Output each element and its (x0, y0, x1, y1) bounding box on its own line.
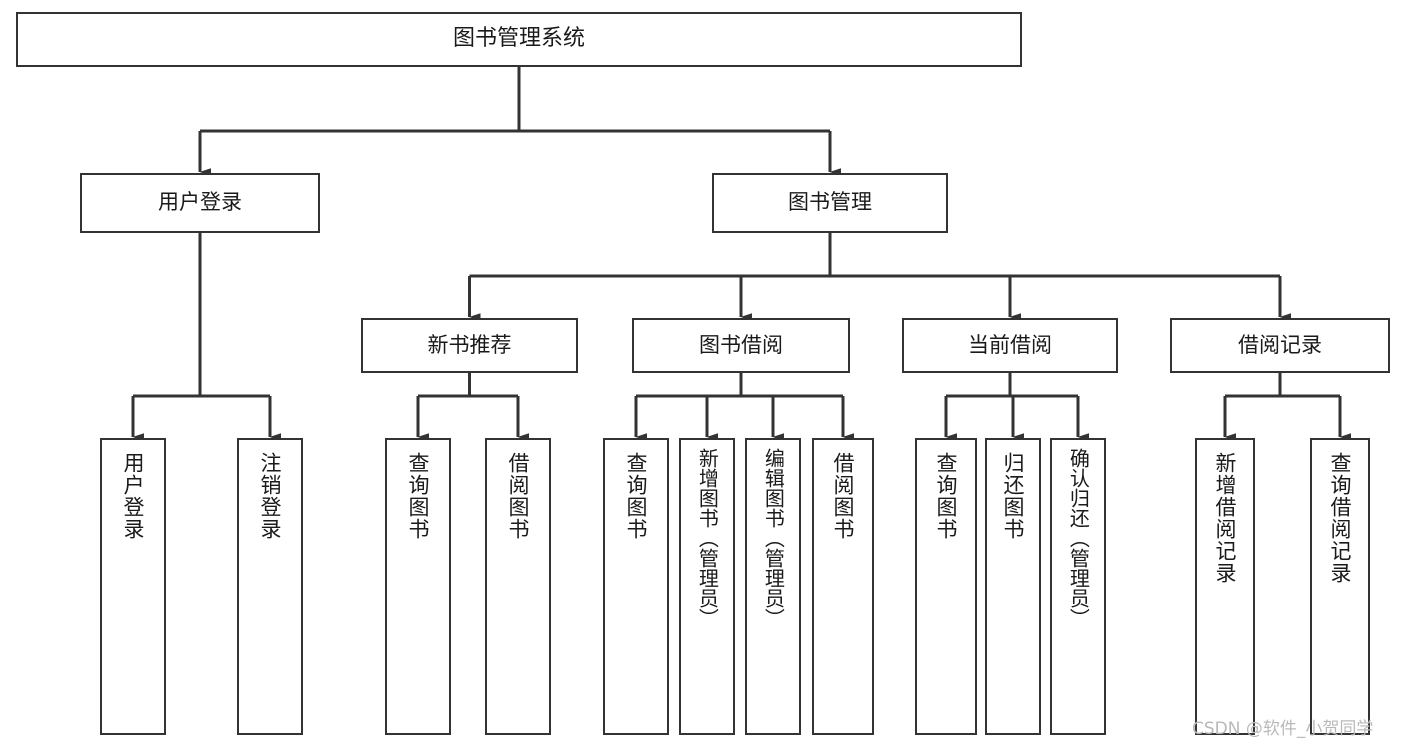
node-leaf-logout[interactable]: 注销登录 (237, 438, 303, 735)
node-label-new-book-rec: 新书推荐 (427, 332, 512, 357)
watermark-text: CSDN @软件_小贺同学 (1192, 719, 1374, 739)
node-label-user-login: 用户登录 (158, 190, 242, 215)
node-label-leaf-query-book-1: 查询图书 (406, 452, 431, 540)
node-label-leaf-add-record: 新增借阅记录 (1213, 452, 1238, 584)
node-label-root: 图书管理系统 (452, 26, 585, 52)
node-leaf-query-book-1[interactable]: 查询图书 (385, 438, 451, 735)
node-label-current-borrow: 当前借阅 (968, 332, 1052, 357)
node-borrow-record[interactable]: 借阅记录 (1170, 318, 1390, 373)
node-user-login[interactable]: 用户登录 (80, 173, 320, 233)
node-label-leaf-return-book: 归还图书 (1001, 452, 1026, 540)
node-label-borrow-record: 借阅记录 (1238, 332, 1322, 357)
node-label-book-borrow: 图书借阅 (699, 332, 783, 357)
node-leaf-query-book-3[interactable]: 查询图书 (915, 438, 977, 735)
node-leaf-borrow-book-1[interactable]: 借阅图书 (485, 438, 551, 735)
node-leaf-confirm-ret[interactable]: 确认归还（管理员） (1050, 438, 1106, 735)
node-book-manage[interactable]: 图书管理 (712, 173, 948, 233)
node-current-borrow[interactable]: 当前借阅 (902, 318, 1118, 373)
node-leaf-return-book[interactable]: 归还图书 (985, 438, 1041, 735)
node-label-leaf-edit-book: 编辑图书（管理员） (761, 448, 786, 628)
node-leaf-borrow-book-2[interactable]: 借阅图书 (812, 438, 874, 735)
node-leaf-user-login[interactable]: 用户登录 (100, 438, 166, 735)
node-book-borrow[interactable]: 图书借阅 (632, 318, 850, 373)
node-label-leaf-query-record: 查询借阅记录 (1328, 452, 1353, 584)
node-leaf-query-record[interactable]: 查询借阅记录 (1310, 438, 1370, 735)
node-label-leaf-confirm-ret: 确认归还（管理员） (1066, 448, 1091, 628)
node-label-leaf-add-book: 新增图书（管理员） (695, 448, 720, 628)
node-label-leaf-user-login: 用户登录 (121, 452, 146, 540)
node-leaf-edit-book[interactable]: 编辑图书（管理员） (745, 438, 801, 735)
node-label-leaf-query-book-2: 查询图书 (624, 452, 649, 540)
node-label-leaf-logout: 注销登录 (258, 452, 283, 540)
node-label-leaf-borrow-book-2: 借阅图书 (831, 452, 856, 540)
node-label-leaf-query-book-3: 查询图书 (934, 452, 959, 540)
node-new-book-rec[interactable]: 新书推荐 (361, 318, 578, 373)
node-leaf-query-book-2[interactable]: 查询图书 (603, 438, 669, 735)
node-leaf-add-book[interactable]: 新增图书（管理员） (679, 438, 735, 735)
node-leaf-add-record[interactable]: 新增借阅记录 (1195, 438, 1255, 735)
node-root[interactable]: 图书管理系统 (16, 12, 1022, 67)
node-label-leaf-borrow-book-1: 借阅图书 (506, 452, 531, 540)
node-label-book-manage: 图书管理 (788, 190, 872, 215)
